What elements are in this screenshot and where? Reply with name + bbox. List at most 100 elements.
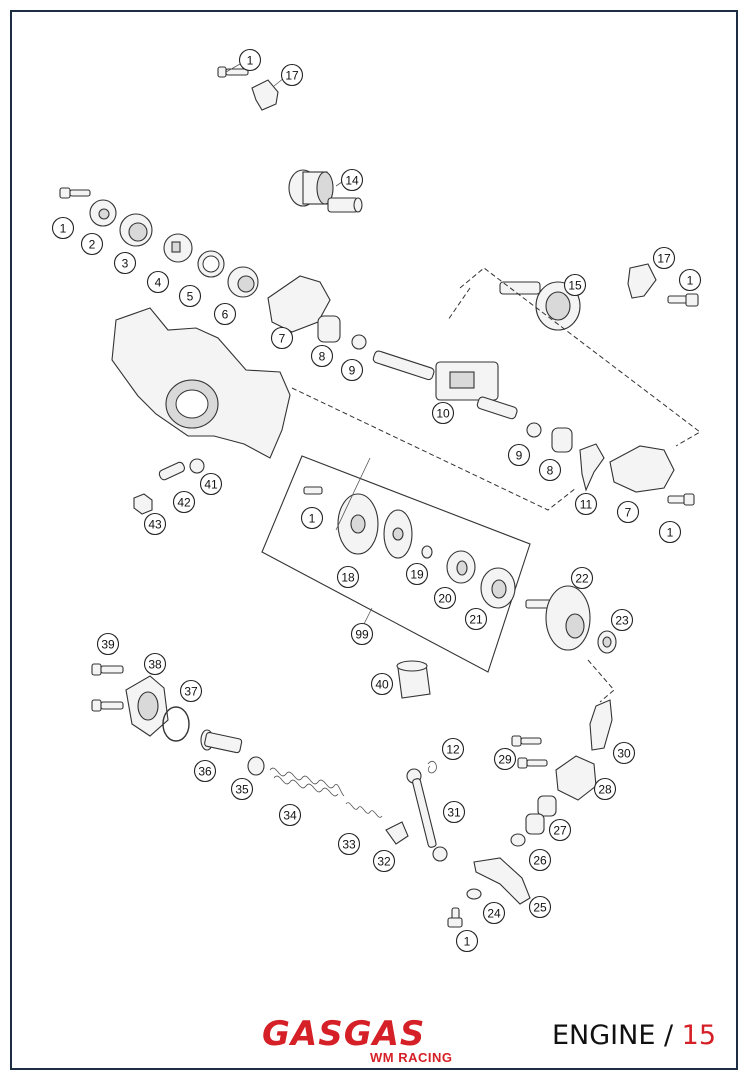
bushing-part	[525, 813, 545, 835]
callout-29: 29	[493, 747, 517, 771]
callout-number: 17	[285, 69, 299, 83]
brand-subtitle: WM RACING	[370, 1050, 453, 1065]
callout-number: 9	[349, 364, 356, 378]
callout-circle	[455, 929, 479, 953]
callout-25: 25	[528, 895, 552, 919]
callout-43: 43	[143, 512, 167, 536]
callout-20: 20	[433, 586, 457, 610]
callout-22: 22	[570, 566, 594, 590]
callout-circle	[340, 358, 364, 382]
callout-26: 26	[528, 848, 552, 872]
nut-part	[133, 493, 153, 515]
callout-circle	[340, 168, 364, 192]
callout-18: 18	[336, 565, 360, 589]
callout-27: 27	[548, 818, 572, 842]
callout-circle	[179, 679, 203, 703]
shift-shaft-part	[372, 350, 518, 420]
bearing-part	[119, 213, 153, 247]
callout-17: 17	[652, 246, 676, 270]
callout-number: 42	[177, 496, 191, 510]
spring-clip-part	[427, 760, 437, 774]
circlip-part	[197, 250, 225, 278]
callout-number: 19	[410, 568, 424, 582]
callout-circle	[280, 63, 304, 87]
callout-number: 26	[533, 854, 547, 868]
housing-part	[555, 755, 597, 801]
callout-35: 35	[230, 777, 254, 801]
callout-1: 1	[678, 268, 702, 292]
callout-number: 24	[487, 907, 501, 921]
shaft-part	[200, 729, 243, 754]
bolt-part	[447, 907, 463, 928]
callout-6: 6	[213, 302, 237, 326]
callout-circle	[528, 848, 552, 872]
impeller-part	[303, 486, 413, 559]
page-reference: ENGINE / 15	[552, 1018, 716, 1054]
assembly-guide-line	[447, 287, 471, 321]
callout-circle	[193, 759, 217, 783]
callout-circle	[464, 607, 488, 631]
plate-part	[267, 275, 331, 333]
cup-part	[396, 660, 431, 699]
callout-2: 2	[80, 232, 104, 256]
assembly-guide-line	[291, 387, 577, 511]
callout-circle	[616, 500, 640, 524]
spring-part	[269, 767, 345, 797]
separator: /	[655, 1020, 682, 1051]
callout-99: 99	[350, 622, 374, 646]
callout-circle	[113, 251, 137, 275]
callout-8: 8	[310, 344, 334, 368]
callout-number: 39	[101, 638, 115, 652]
lever-part	[579, 443, 605, 492]
shaft-gear-part	[288, 169, 363, 213]
callout-40: 40	[370, 672, 394, 696]
washer-part	[466, 888, 482, 900]
callout-number: 3	[122, 257, 129, 271]
callout-number: 34	[283, 809, 297, 823]
callout-circle	[538, 458, 562, 482]
callout-circle	[372, 849, 396, 873]
callout-circle	[441, 737, 465, 761]
clip-part	[251, 79, 279, 111]
bearing-part	[597, 630, 617, 654]
spring-part	[345, 802, 383, 818]
callout-circle	[548, 818, 572, 842]
callout-circle	[336, 565, 360, 589]
callout-circle	[230, 777, 254, 801]
callout-36: 36	[193, 759, 217, 783]
bearing-part	[446, 550, 476, 584]
callout-number: 23	[615, 614, 629, 628]
callout-circle	[238, 48, 262, 72]
callout-circle	[493, 747, 517, 771]
callout-9: 9	[340, 358, 364, 382]
callout-number: 11	[580, 498, 593, 512]
bolt-part	[667, 293, 699, 307]
dowel-part	[158, 461, 186, 481]
callout-number: 40	[375, 678, 389, 692]
callout-number: 7	[279, 332, 286, 346]
callout-circle	[199, 472, 223, 496]
bolt-part	[511, 735, 542, 747]
leader-dash	[587, 659, 615, 703]
callout-1: 1	[238, 48, 262, 72]
callout-circle	[178, 284, 202, 308]
callout-number: 29	[498, 753, 512, 767]
callout-number: 1	[687, 274, 694, 288]
callout-number: 15	[568, 279, 582, 293]
callout-circle	[442, 800, 466, 824]
callout-9: 9	[507, 443, 531, 467]
section-title: ENGINE	[552, 1020, 656, 1051]
callout-circle	[433, 586, 457, 610]
o-ring-part	[162, 706, 190, 742]
callout-circle	[574, 492, 598, 516]
bolt-part	[517, 757, 548, 769]
callout-30: 30	[612, 741, 636, 765]
bearing-part	[480, 567, 516, 609]
callout-1: 1	[51, 216, 75, 240]
callout-8: 8	[538, 458, 562, 482]
callout-28: 28	[593, 777, 617, 801]
callout-circle	[563, 273, 587, 297]
callout-4: 4	[146, 270, 170, 294]
callout-7: 7	[616, 500, 640, 524]
callout-19: 19	[405, 562, 429, 586]
